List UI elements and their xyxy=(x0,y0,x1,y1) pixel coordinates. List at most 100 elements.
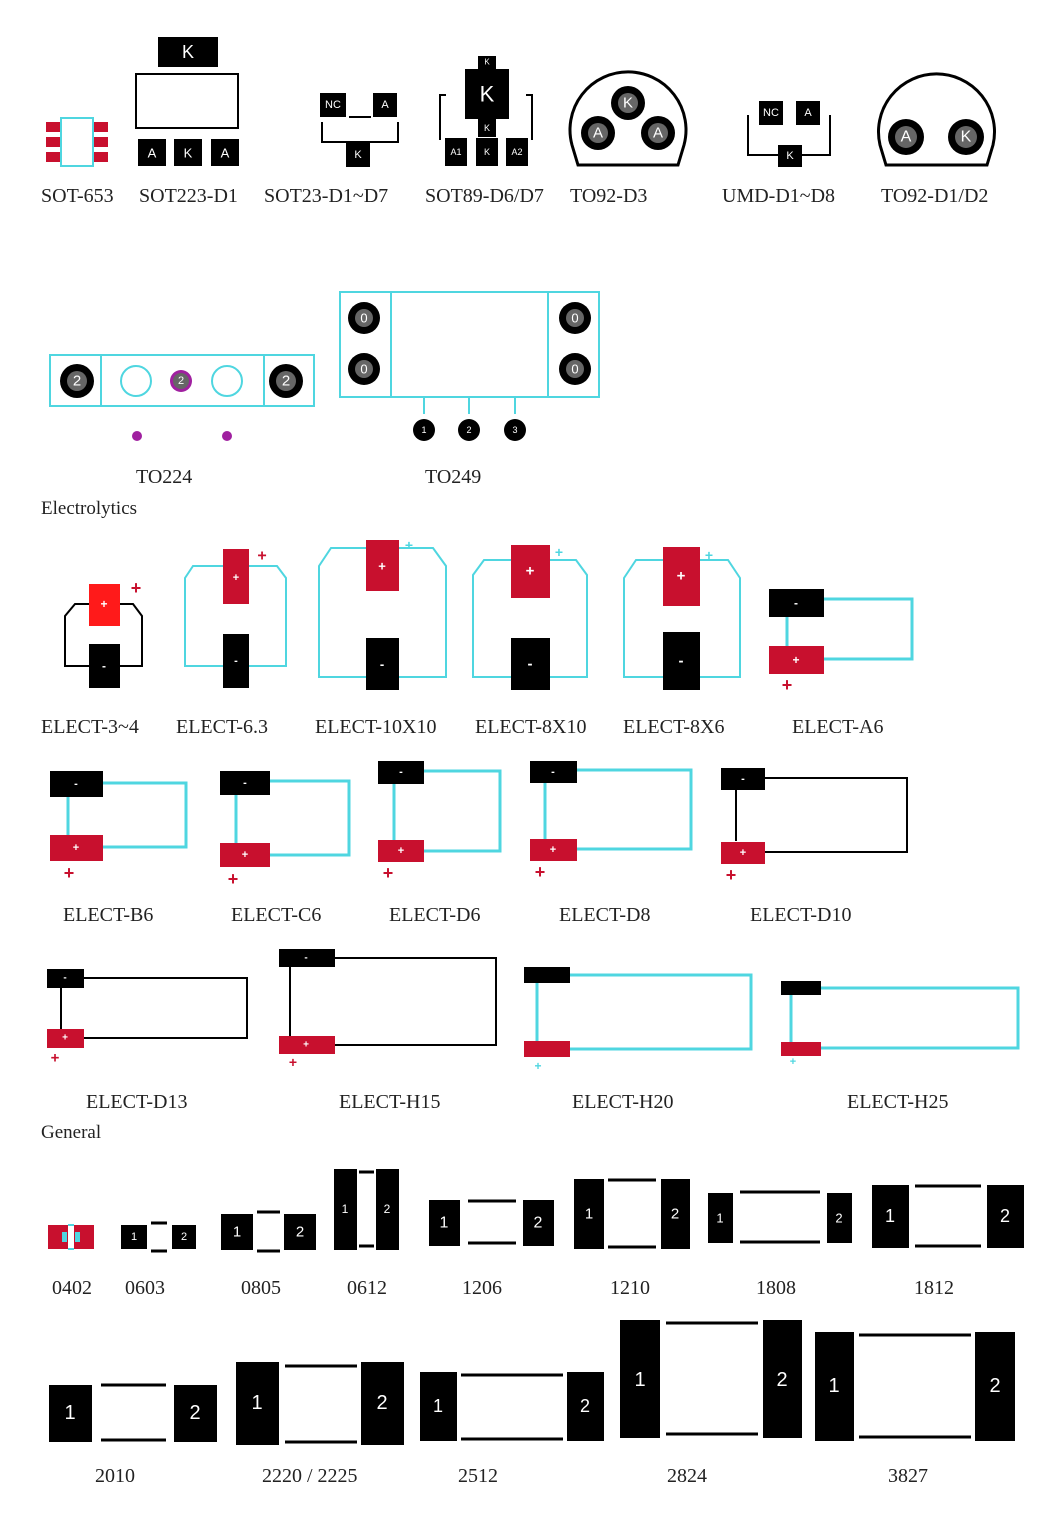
footprint-label: TO92-D1/D2 xyxy=(881,185,988,207)
footprint-label: 2824 xyxy=(667,1465,707,1487)
pad-label: K xyxy=(786,150,794,162)
chip-2824-footprint: 1 2 xyxy=(620,1320,802,1438)
polarity-mark: + xyxy=(782,675,793,695)
footprint-label: 0402 xyxy=(52,1277,92,1299)
elect-6-3-footprint: + - + xyxy=(184,548,287,688)
footprint-label: 0612 xyxy=(347,1277,387,1299)
footprint-label: 1206 xyxy=(462,1277,502,1299)
polarity-mark: - xyxy=(380,657,384,672)
pad-number: 1 xyxy=(634,1369,645,1391)
footprint-label: ELECT-H25 xyxy=(847,1091,948,1113)
elect-d13-footprint: - + + xyxy=(47,969,248,1067)
chip-0805-footprint: 1 2 xyxy=(221,1210,316,1253)
footprint-label: ELECT-8X10 xyxy=(475,716,586,738)
pad-label: NC xyxy=(325,99,341,111)
polarity-mark: + xyxy=(534,1059,541,1073)
polarity-mark: + xyxy=(233,572,239,584)
footprint-label: UMD-D1~D8 xyxy=(722,185,835,207)
polarity-mark: + xyxy=(51,1050,60,1067)
footprint-label: 1808 xyxy=(756,1277,796,1299)
chip-2010-footprint: 1 2 xyxy=(49,1383,217,1442)
footprint-label: 1210 xyxy=(610,1277,650,1299)
polarity-mark: + xyxy=(378,559,386,574)
pad-label: K xyxy=(623,95,633,112)
footprint-label: 2010 xyxy=(95,1465,135,1487)
pad-number: 2 xyxy=(580,1396,590,1416)
footprint-label: TO92-D3 xyxy=(570,185,647,207)
footprint-label: ELECT-10X10 xyxy=(315,716,436,738)
polarity-mark: - xyxy=(794,596,798,610)
pad-number: 1 xyxy=(233,1224,241,1241)
polarity-mark: - xyxy=(399,766,403,778)
sot89-footprint: K K A1 K K A2 xyxy=(439,56,533,166)
pad-label: A xyxy=(593,125,603,142)
polarity-mark: + xyxy=(73,842,79,854)
polarity-mark: - xyxy=(528,656,533,673)
footprint-label: SOT223-D1 xyxy=(139,185,238,207)
polarity-mark: - xyxy=(304,953,307,964)
chip-0603-footprint: 1 2 xyxy=(121,1221,196,1253)
footprint-label: ELECT-D6 xyxy=(389,904,480,926)
pad-label: A xyxy=(381,99,389,111)
to224-footprint: 2 2 2 xyxy=(49,354,315,441)
footprint-label: ELECT-C6 xyxy=(231,904,321,926)
elect-d10-footprint: - + + xyxy=(721,768,908,885)
pad-label: 2 xyxy=(466,425,471,435)
elect-h15-footprint: - + + xyxy=(279,949,497,1070)
polarity-mark: + xyxy=(677,568,686,585)
pad-number: 2 xyxy=(189,1402,200,1424)
elect-a6-footprint: - + + xyxy=(769,589,914,695)
section-title-electrolytics: Electrolytics xyxy=(41,498,137,519)
polarity-mark: - xyxy=(234,655,238,667)
pad-number: 2 xyxy=(376,1392,387,1414)
pad-label: A xyxy=(901,129,912,146)
pad-label: 2 xyxy=(178,375,184,387)
pad-number: 1 xyxy=(251,1392,262,1414)
elect-8x6-footprint: + - + xyxy=(623,547,741,690)
pad-number: 2 xyxy=(989,1375,1000,1397)
footprint-label: TO224 xyxy=(136,466,192,488)
footprint-label: 1812 xyxy=(914,1277,954,1299)
polarity-mark: + xyxy=(257,548,266,565)
chip-1210-footprint: 1 2 xyxy=(574,1178,690,1249)
sot223-d1-footprint: K A K A xyxy=(135,37,239,166)
polarity-mark: + xyxy=(526,563,535,580)
pad-number: 2 xyxy=(776,1369,787,1391)
polarity-mark: - xyxy=(679,653,684,670)
footprint-label: ELECT-D8 xyxy=(559,904,650,926)
footprint-label: TO249 xyxy=(425,466,481,488)
pad-label: 1 xyxy=(421,425,426,435)
polarity-mark: + xyxy=(398,845,404,857)
footprint-label: ELECT-8X6 xyxy=(623,716,724,738)
polarity-mark: + xyxy=(535,862,546,882)
polarity-mark: + xyxy=(740,847,746,859)
footprint-label: SOT23-D1~D7 xyxy=(264,185,388,207)
polarity-mark: + xyxy=(62,1033,68,1044)
pad-label: K xyxy=(484,123,490,133)
pad-label: A xyxy=(221,146,230,161)
elect-c6-footprint: - + + xyxy=(220,771,351,889)
chip-1206-footprint: 1 2 xyxy=(429,1199,554,1246)
polarity-mark: - xyxy=(63,973,66,984)
pad-label: K xyxy=(182,42,194,62)
pad-label: 3 xyxy=(512,425,517,435)
footprint-label: ELECT-D13 xyxy=(86,1091,187,1113)
pad-number: 1 xyxy=(716,1211,723,1226)
polarity-mark: - xyxy=(551,766,555,778)
polarity-mark: + xyxy=(228,869,239,889)
footprint-label: 2220 / 2225 xyxy=(262,1465,358,1487)
polarity-mark: + xyxy=(726,865,737,885)
footprint-label: ELECT-H15 xyxy=(339,1091,440,1113)
elect-b6-footprint: - + + xyxy=(50,771,188,883)
elect-h25-footprint: + xyxy=(781,981,1020,1068)
polarity-mark: + xyxy=(289,1054,297,1070)
pad-number: 1 xyxy=(828,1375,839,1397)
polarity-mark: + xyxy=(790,1056,796,1068)
to92-d3-footprint: K A A xyxy=(568,70,688,167)
pad-number: 1 xyxy=(131,1231,137,1243)
polarity-mark: + xyxy=(555,544,563,560)
section-title-general: General xyxy=(41,1122,101,1143)
chip-1812-footprint: 1 2 xyxy=(872,1184,1024,1248)
